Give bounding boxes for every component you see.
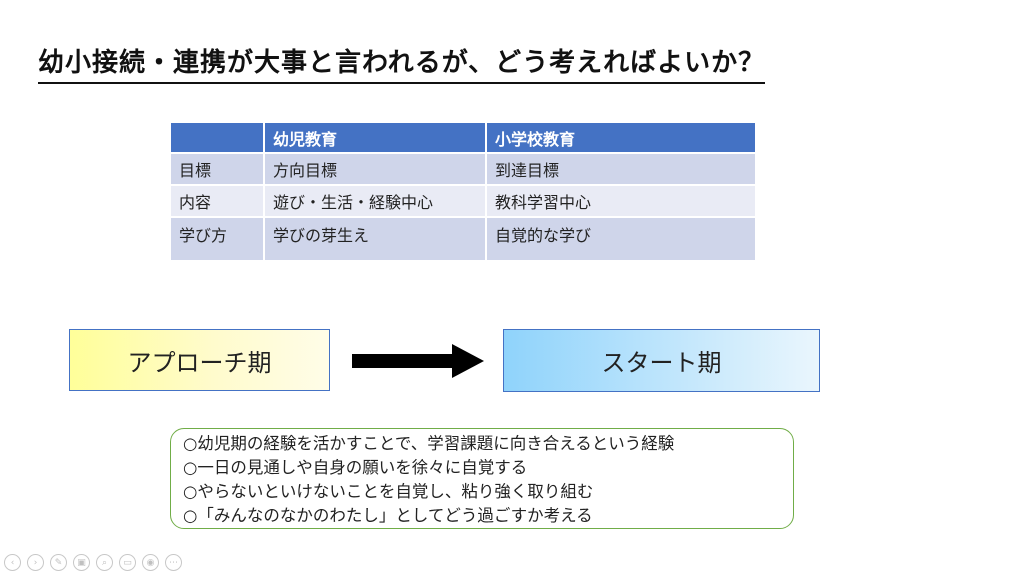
table-cell: 内容: [171, 184, 265, 217]
table-row: 目標 方向目標 到達目標: [171, 152, 757, 185]
note-item: ○幼児期の経験を活かすことで、学習課題に向き合えるという経験: [183, 434, 675, 453]
table-cell: 教科学習中心: [486, 184, 757, 217]
camera-icon[interactable]: ◉: [142, 554, 159, 571]
next-icon[interactable]: ›: [27, 554, 44, 571]
table-header-cell: 小学校教育: [486, 123, 757, 153]
approach-period-box: アプローチ期: [69, 329, 330, 391]
table-row: 学び方 学びの芽生え 自覚的な学び: [171, 216, 757, 260]
table-header-cell: 幼児教育: [264, 123, 487, 153]
table-cell: 方向目標: [264, 152, 487, 185]
table-cell: 目標: [171, 152, 265, 185]
table-cell: 自覚的な学び: [486, 216, 757, 260]
right-arrow-icon: [352, 344, 484, 378]
table-cell: 学びの芽生え: [264, 216, 487, 260]
zoom-icon[interactable]: ⌕: [96, 554, 113, 571]
comparison-table: 幼児教育 小学校教育 目標 方向目標 到達目標 内容 遊び・生活・経験中心 教科…: [171, 123, 757, 260]
table-cell: 遊び・生活・経験中心: [264, 184, 487, 217]
table-cell: 学び方: [171, 216, 265, 260]
presentation-toolbar: ‹ › ✎ ▣ ⌕ ▭ ◉ ⋯: [4, 554, 182, 571]
table-header-row: 幼児教育 小学校教育: [171, 123, 757, 153]
note-item: ○やらないといけないことを自覚し、粘り強く取り組む: [183, 482, 594, 501]
start-period-box: スタート期: [503, 329, 820, 392]
slide-title: 幼小接続・連携が大事と言われるが、どう考えればよいか？: [38, 46, 766, 84]
note-item: ○「みんなのなかのわたし」としてどう過ごすか考える: [183, 506, 593, 525]
table-row: 内容 遊び・生活・経験中心 教科学習中心: [171, 184, 757, 217]
prev-icon[interactable]: ‹: [4, 554, 21, 571]
table-cell: 到達目標: [486, 152, 757, 185]
notes-box: ○幼児期の経験を活かすことで、学習課題に向き合えるという経験 ○一日の見通しや自…: [170, 428, 794, 529]
note-item: ○一日の見通しや自身の願いを徐々に自覚する: [183, 458, 528, 477]
pen-icon[interactable]: ✎: [50, 554, 67, 571]
table-header-cell: [171, 123, 265, 153]
copy-icon[interactable]: ▣: [73, 554, 90, 571]
subtitle-icon[interactable]: ▭: [119, 554, 136, 571]
more-icon[interactable]: ⋯: [165, 554, 182, 571]
